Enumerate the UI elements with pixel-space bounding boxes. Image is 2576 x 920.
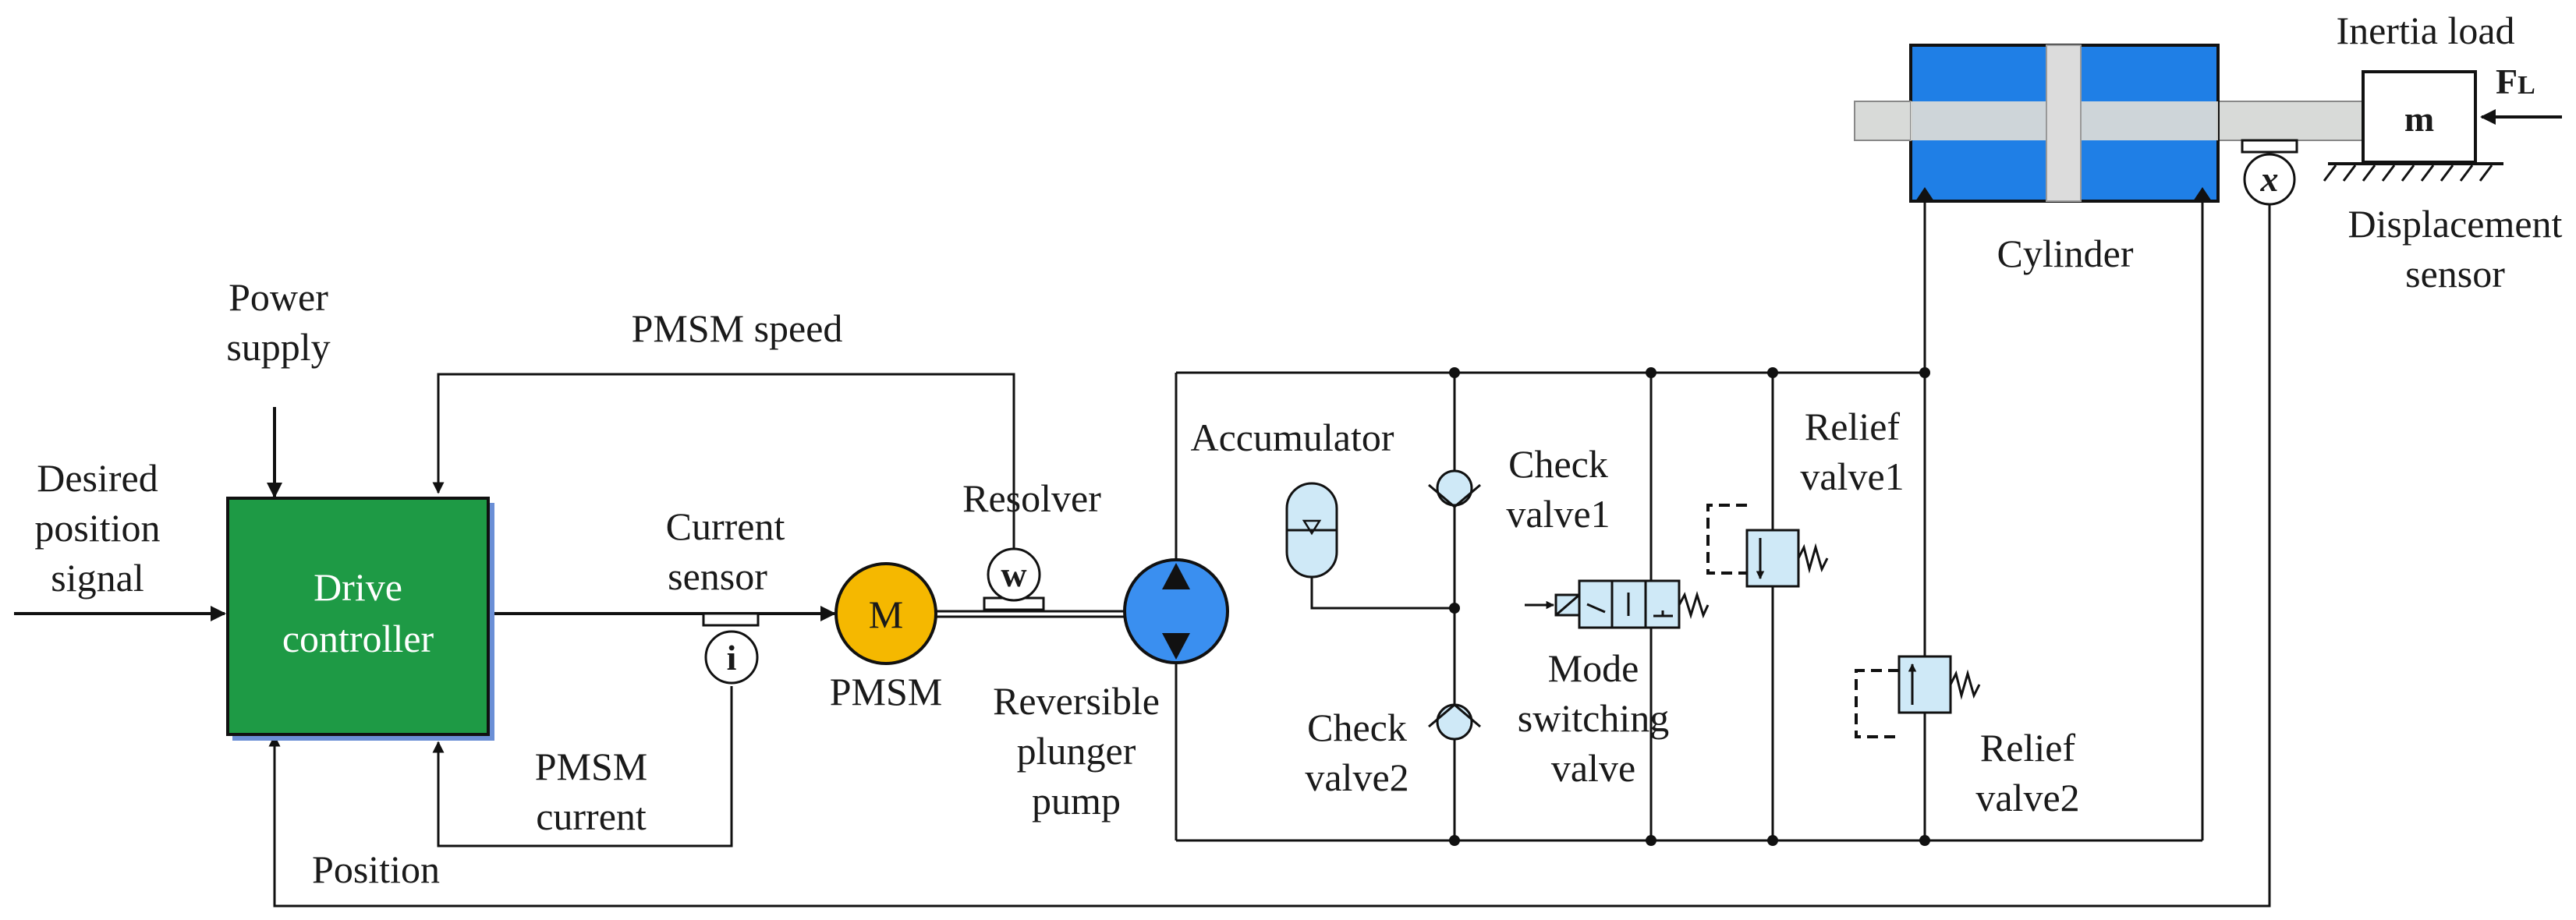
check-valve2-label-1: Check <box>1307 706 1407 749</box>
relief-valve1-label-2: valve1 <box>1800 455 1904 498</box>
pump-arrow-up <box>1162 563 1190 589</box>
ground-hatch <box>2323 165 2493 182</box>
position-feedback-line <box>268 191 2271 908</box>
pump-arrow-down <box>1162 633 1190 660</box>
labels: Desired position signal Power supply PMS… <box>34 9 2562 891</box>
displacement-symbol: x <box>2260 159 2279 199</box>
current-sensor-body <box>702 612 760 627</box>
mode-valve-label-3: valve <box>1551 746 1635 790</box>
drive-controller-box <box>226 497 490 736</box>
pmsm-motor <box>834 562 937 665</box>
check-valve1-label-2: valve1 <box>1506 492 1610 536</box>
inertia-load-label: Inertia load <box>2336 9 2514 52</box>
mode-switching-valve <box>1525 579 1710 629</box>
power-supply-label-2: supply <box>226 325 330 369</box>
mode-valve-label-2: switching <box>1518 696 1669 740</box>
relief-valve-2 <box>1855 655 1981 738</box>
displacement-sensor-body <box>2241 139 2298 154</box>
motor-symbol: M <box>869 593 903 636</box>
mode-valve-label-1: Mode <box>1548 646 1639 690</box>
pmsm-current-label-2: current <box>536 794 647 838</box>
desired-signal-label-3: signal <box>51 556 144 600</box>
drive-controller-label-1: Drive <box>314 565 402 609</box>
force-label: FL <box>2496 62 2535 101</box>
position-label: Position <box>312 847 440 891</box>
check-valve-2 <box>1428 703 1481 741</box>
current-sensor-label-2: sensor <box>668 554 767 598</box>
desired-signal-label-1: Desired <box>37 456 158 500</box>
relief-valve-1 <box>1706 504 1829 588</box>
cylinder-label: Cylinder <box>1997 232 2134 275</box>
desired-signal-label-2: position <box>34 506 160 550</box>
power-supply-label-1: Power <box>229 275 328 319</box>
check-valve1-label-1: Check <box>1508 442 1608 486</box>
resolver-label: Resolver <box>962 476 1101 520</box>
check-valve2-label-2: valve2 <box>1305 755 1408 799</box>
speed-feedback-line <box>432 373 1015 563</box>
pmsm-current-label-1: PMSM <box>535 745 648 788</box>
reversible-pump <box>1123 558 1229 664</box>
pmsm-speed-label: PMSM speed <box>632 306 843 350</box>
pump-label-1: Reversible <box>993 679 1160 723</box>
relief-valve1-label-1: Relief <box>1805 405 1901 448</box>
mass-block <box>2362 70 2477 164</box>
pump-label-2: plunger <box>1017 729 1136 773</box>
accumulator-label: Accumulator <box>1190 416 1394 459</box>
relief-valve2-label-1: Relief <box>1980 726 2076 770</box>
cylinder <box>1854 44 2425 203</box>
displacement-sensor-label-1: Displacement <box>2348 202 2563 246</box>
drive-controller-label-2: controller <box>282 617 434 660</box>
pmsm-label: PMSM <box>830 670 943 713</box>
resolver-circle <box>987 547 1041 602</box>
displacement-sensor-label-2: sensor <box>2405 252 2505 295</box>
current-feedback-line <box>432 686 733 847</box>
current-sensor-symbol: i <box>727 638 737 678</box>
relief-valve2-label-2: valve2 <box>1975 776 2079 819</box>
mass-symbol: m <box>2404 99 2434 139</box>
junction-dots <box>1449 367 1930 846</box>
displacement-sensor-circle <box>2243 153 2296 206</box>
current-sensor-circle <box>704 630 759 685</box>
check-valve-1 <box>1428 469 1481 508</box>
pump-label-3: pump <box>1032 779 1121 823</box>
accumulator-triangle <box>1302 519 1322 536</box>
resolver-symbol: w <box>1001 554 1026 594</box>
current-sensor-label-1: Current <box>666 504 785 548</box>
